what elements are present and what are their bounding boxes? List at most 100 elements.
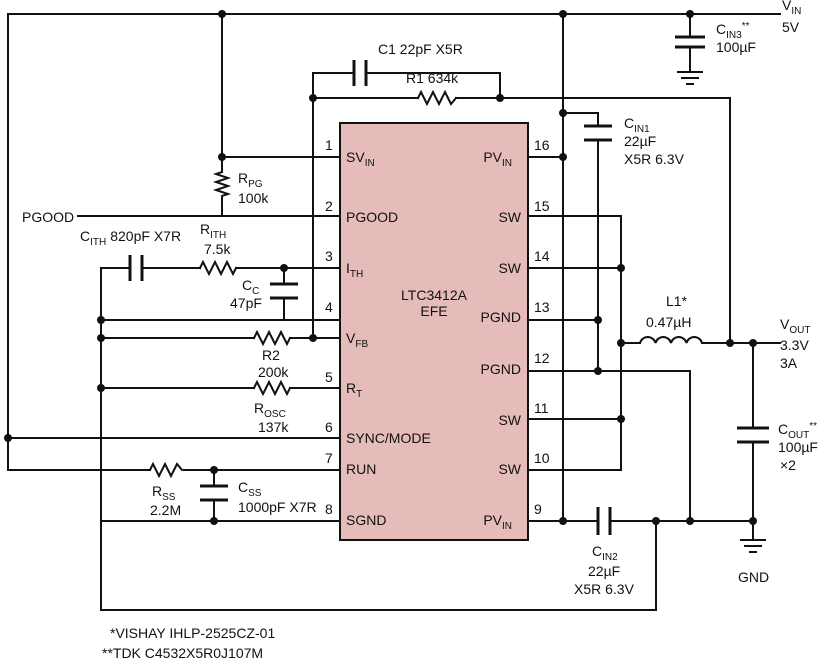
footnote-1: *VISHAY IHLP-2525CZ-01	[110, 625, 275, 641]
ic-package: EFE	[420, 303, 447, 319]
svg-text:100µF: 100µF	[778, 439, 818, 455]
ground-symbol-gnd	[740, 539, 766, 553]
svg-text:CSS: CSS	[238, 479, 262, 499]
pin-label-sw-15: SW	[498, 209, 521, 225]
ic-name: LTC3412A	[401, 287, 468, 303]
capacitor-c1	[352, 60, 368, 86]
svg-text:1000pF X7R: 1000pF X7R	[238, 499, 317, 515]
svg-text:RITH: RITH	[200, 221, 226, 241]
pin-number-3: 3	[325, 248, 333, 264]
pin-number-13: 13	[534, 299, 550, 315]
svg-text:RPG: RPG	[238, 170, 263, 190]
pin-label-sync-mode: SYNC/MODE	[346, 430, 431, 446]
resistor-rss	[148, 461, 184, 479]
svg-text:22µF: 22µF	[624, 133, 656, 149]
pin-number-1: 1	[325, 137, 333, 153]
capacitor-cin2	[596, 507, 612, 535]
css-label: CSS 1000pF X7R	[238, 479, 317, 515]
pin-number-6: 6	[325, 419, 333, 435]
pin-label-pgnd-12: PGND	[481, 361, 521, 377]
capacitor-cin1	[584, 124, 612, 142]
svg-text:SVIN: SVIN	[346, 149, 375, 169]
svg-text:22µF: 22µF	[588, 563, 620, 579]
pin-label-pgnd-13: PGND	[481, 309, 521, 325]
junction-dots	[4, 10, 757, 525]
cin2-label: CIN2 22µF X5R 6.3V	[574, 543, 635, 597]
rith-label: RITH 7.5k	[200, 221, 231, 257]
pin-number-2: 2	[325, 198, 333, 214]
svg-text:RT: RT	[346, 380, 362, 400]
svg-text:200k: 200k	[258, 364, 289, 380]
svg-text:2.2M: 2.2M	[150, 502, 181, 518]
svg-text:COUT**: COUT**	[778, 421, 817, 441]
svg-text:100µF: 100µF	[716, 39, 756, 55]
resistor-rosc	[252, 379, 292, 397]
svg-text:CIN1: CIN1	[624, 115, 650, 135]
pin-label-rt: RT	[346, 380, 362, 400]
l1-label: L1* 0.47µH	[646, 293, 691, 330]
ground-symbol-cin3	[677, 71, 703, 85]
rpg-label: RPG 100k	[238, 170, 269, 206]
rosc-label: ROSC 137k	[254, 400, 289, 435]
svg-text:ROSC: ROSC	[254, 400, 286, 420]
resistor-r2	[252, 329, 292, 347]
ic-body	[339, 122, 529, 541]
cc-label: CC 47pF	[230, 277, 262, 311]
svg-text:L1*: L1*	[666, 293, 688, 309]
svg-text:0.47µH: 0.47µH	[646, 314, 691, 330]
r2-label: R2 200k	[258, 347, 289, 380]
svg-text:5V: 5V	[782, 19, 800, 35]
pin-number-16: 16	[534, 137, 550, 153]
inductor-l1	[638, 336, 704, 345]
pin-number-4: 4	[325, 299, 333, 315]
svg-text:R2: R2	[262, 347, 280, 363]
svg-text:137k: 137k	[258, 419, 289, 435]
cin3-label: CIN3** 100µF	[716, 21, 756, 55]
pin-number-11: 11	[534, 400, 549, 416]
capacitor-cc	[270, 282, 298, 300]
capacitor-cith	[128, 255, 144, 281]
svg-text:×2: ×2	[780, 457, 796, 473]
vout-label: VOUT 3.3V 3A	[780, 316, 810, 371]
svg-text:VFB: VFB	[346, 330, 368, 350]
pin-number-9: 9	[534, 501, 542, 517]
pgood-net-label: PGOOD	[22, 209, 74, 225]
pin-number-7: 7	[325, 450, 333, 466]
svg-text:PVIN: PVIN	[483, 512, 512, 532]
svg-text:ITH: ITH	[346, 260, 363, 280]
rss-label: RSS 2.2M	[150, 483, 181, 518]
capacitor-cin3	[675, 35, 705, 49]
svg-text:CIN2: CIN2	[592, 543, 618, 563]
r1-label: R1 634k	[406, 70, 459, 86]
pin-label-sw-11: SW	[498, 412, 521, 428]
capacitor-css	[200, 484, 228, 502]
svg-text:RSS: RSS	[152, 483, 176, 503]
svg-text:CIN3**: CIN3**	[716, 21, 750, 41]
resistor-rith	[198, 259, 238, 277]
svg-text:3.3V: 3.3V	[780, 337, 809, 353]
pin-number-14: 14	[534, 248, 550, 264]
pin-label-sw-10: SW	[498, 461, 521, 477]
pin-label-svin: SVIN	[346, 149, 375, 169]
resistor-rpg	[212, 170, 232, 198]
svg-text:CC: CC	[242, 277, 259, 297]
svg-text:3A: 3A	[780, 355, 798, 371]
svg-text:PVIN: PVIN	[483, 149, 512, 169]
gnd-label: GND	[738, 569, 769, 585]
svg-text:100k: 100k	[238, 190, 269, 206]
vin-label: VIN 5V	[782, 0, 801, 35]
resistor-r1	[416, 89, 458, 107]
svg-text:X5R 6.3V: X5R 6.3V	[574, 581, 635, 597]
pin-number-15: 15	[534, 198, 550, 214]
svg-text:VIN: VIN	[782, 0, 801, 17]
pin-label-sw-14: SW	[498, 260, 521, 276]
pin-label-ith: ITH	[346, 260, 363, 280]
pin-label-pvin-9: PVIN	[483, 512, 512, 532]
pin-label-sgnd: SGND	[346, 512, 386, 528]
pin-label-pvin-16: PVIN	[483, 149, 512, 169]
cin1-label: CIN1 22µF X5R 6.3V	[624, 115, 685, 167]
cout-label: COUT** 100µF ×2	[778, 421, 818, 473]
